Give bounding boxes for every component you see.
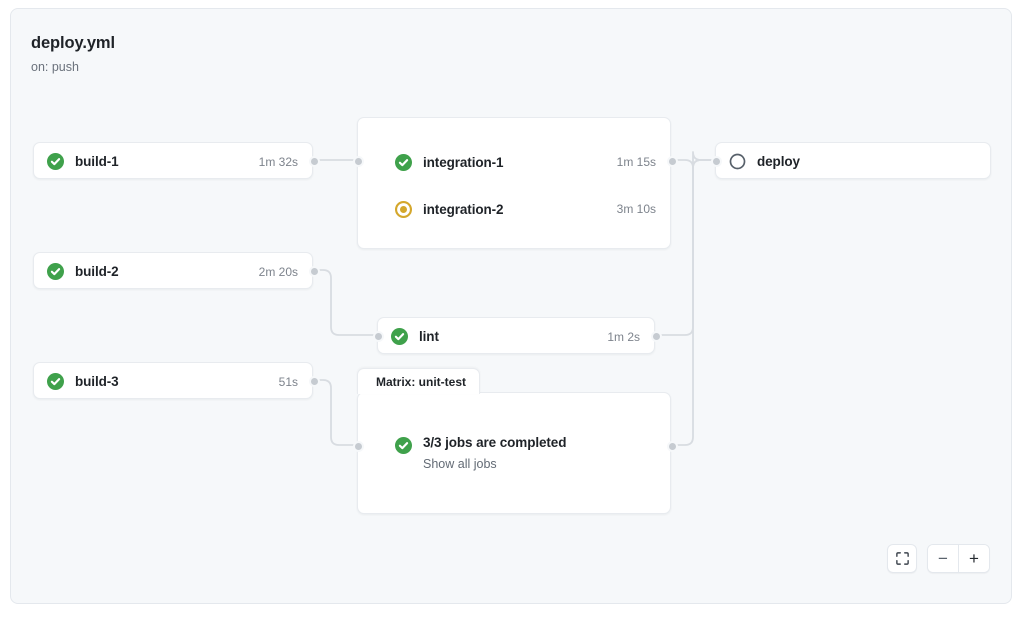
node-integration-2-duration: 3m 10s bbox=[616, 202, 656, 216]
output-port-build-1[interactable] bbox=[308, 156, 320, 167]
edge-build2-to-lint bbox=[312, 269, 378, 336]
node-integration-2-label: integration-2 bbox=[423, 201, 504, 217]
workflow-header: deploy.yml on: push bbox=[31, 34, 431, 75]
check-circle-icon bbox=[395, 153, 412, 171]
matrix-status-icon-wrap bbox=[395, 437, 412, 454]
node-build-3-duration: 51s bbox=[278, 374, 298, 389]
edge-matrix-to-deploy bbox=[670, 159, 716, 446]
input-port-matrix[interactable] bbox=[352, 440, 364, 452]
zoom-out-button[interactable]: − bbox=[928, 545, 958, 572]
node-build-1[interactable]: build-1 1m 32s bbox=[33, 142, 320, 180]
input-port-lint[interactable] bbox=[372, 331, 384, 342]
node-integration-1-row[interactable]: integration-1 1m 15s bbox=[358, 149, 670, 175]
node-build-2[interactable]: build-2 2m 20s bbox=[33, 252, 320, 290]
check-circle-icon bbox=[47, 263, 64, 280]
output-port-build-3[interactable] bbox=[308, 376, 320, 387]
check-circle-icon bbox=[47, 153, 64, 170]
node-integration-2-row[interactable]: integration-2 3m 10s bbox=[358, 196, 670, 222]
node-lint-row: lint 1m 2s bbox=[378, 318, 654, 355]
zoom-button-group: − + bbox=[927, 544, 990, 573]
node-build-1-duration: 1m 32s bbox=[258, 154, 298, 169]
matrix-tab-label: Matrix: unit-test bbox=[376, 374, 466, 389]
node-build-2-row: build-2 2m 20s bbox=[34, 253, 312, 290]
matrix-body: 3/3 jobs are completed Show all jobs bbox=[358, 435, 670, 472]
node-lint-label: lint bbox=[419, 329, 439, 344]
check-circle-icon bbox=[391, 328, 408, 345]
matrix-tab-header[interactable]: Matrix: unit-test bbox=[357, 368, 480, 394]
node-deploy-row: deploy bbox=[716, 143, 990, 180]
show-all-jobs-link[interactable]: Show all jobs bbox=[423, 456, 497, 471]
node-build-3-row: build-3 51s bbox=[34, 363, 312, 400]
node-build-1-row: build-1 1m 32s bbox=[34, 143, 312, 180]
plus-icon: + bbox=[969, 549, 979, 568]
node-build-2-duration: 2m 20s bbox=[258, 264, 298, 279]
edge-build3-to-matrix bbox=[312, 379, 358, 446]
matrix-summary-label: 3/3 jobs are completed bbox=[423, 435, 567, 450]
matrix-text-block: 3/3 jobs are completed Show all jobs bbox=[423, 435, 567, 472]
node-build-2-label: build-2 bbox=[75, 264, 119, 279]
node-lint[interactable]: lint 1m 2s bbox=[372, 317, 662, 355]
zoom-in-button[interactable]: + bbox=[958, 545, 989, 572]
workflow-file-title: deploy.yml bbox=[31, 34, 115, 52]
input-port-integration-group[interactable] bbox=[352, 155, 364, 167]
node-group-matrix[interactable]: Matrix: unit-test 3/3 jobs are completed… bbox=[352, 368, 678, 514]
minus-icon: − bbox=[938, 549, 948, 568]
workflow-trigger-label: on: push bbox=[31, 59, 79, 74]
fit-screen-icon bbox=[895, 552, 909, 565]
node-deploy[interactable]: deploy bbox=[710, 142, 991, 180]
node-deploy-label: deploy bbox=[757, 154, 800, 169]
output-port-integration-group[interactable] bbox=[666, 155, 678, 167]
node-group-integration[interactable]: integration-1 1m 15s integration-2 3m 10… bbox=[352, 117, 678, 249]
workflow-graph-canvas[interactable]: deploy.yml on: push build-1 1m 32s bbox=[10, 8, 1012, 604]
node-integration-1-label: integration-1 bbox=[423, 154, 504, 170]
empty-circle-icon bbox=[729, 153, 746, 170]
node-integration-1-duration: 1m 15s bbox=[616, 155, 656, 169]
canvas-controls: − + bbox=[887, 544, 990, 573]
node-build-1-label: build-1 bbox=[75, 154, 119, 169]
node-build-3[interactable]: build-3 51s bbox=[33, 362, 320, 400]
edges-layer bbox=[312, 151, 716, 446]
output-port-build-2[interactable] bbox=[308, 266, 320, 277]
output-port-lint[interactable] bbox=[650, 331, 662, 342]
fit-view-button[interactable] bbox=[887, 544, 917, 573]
input-port-deploy[interactable] bbox=[710, 156, 722, 167]
check-circle-icon bbox=[47, 373, 64, 390]
node-build-3-label: build-3 bbox=[75, 374, 119, 389]
output-port-matrix[interactable] bbox=[666, 440, 678, 452]
node-lint-duration: 1m 2s bbox=[607, 329, 640, 344]
dot-circle-icon bbox=[395, 200, 412, 218]
edge-integration-to-deploy bbox=[670, 151, 716, 169]
check-circle-icon bbox=[395, 437, 412, 454]
